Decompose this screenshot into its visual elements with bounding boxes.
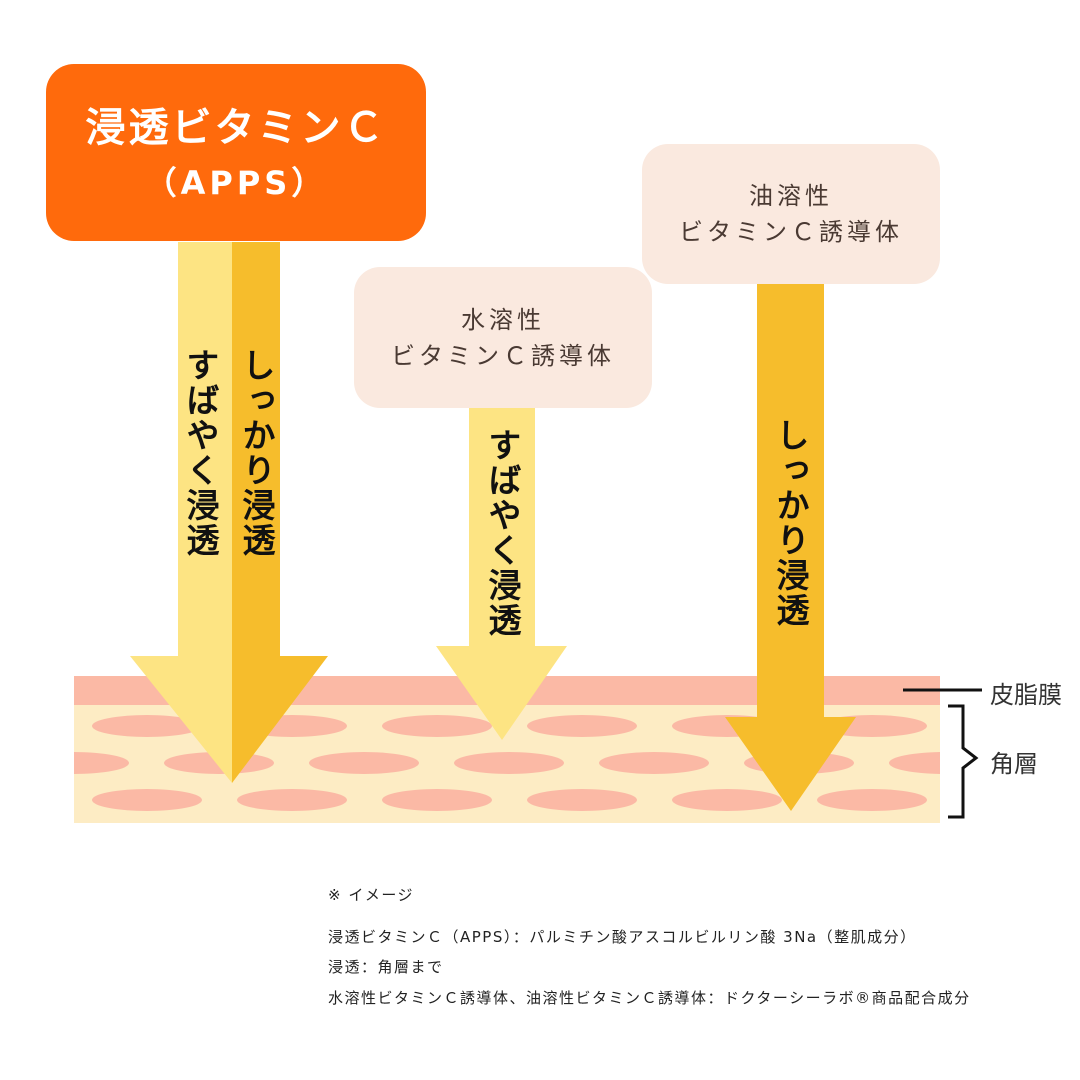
cell-ellipse: [74, 752, 129, 774]
cell-ellipse: [92, 715, 202, 737]
cell-ellipse: [0, 789, 57, 811]
apps-box: 浸透ビタミンＣ （APPS）: [46, 64, 426, 241]
cell-ellipse: [672, 789, 782, 811]
oil-soluble-line2: ビタミンＣ誘導体: [679, 218, 903, 246]
water-soluble-line2: ビタミンＣ誘導体: [391, 341, 615, 370]
cell-ellipse: [889, 752, 940, 774]
cell-ellipse: [454, 752, 564, 774]
cell-ellipse: [962, 715, 1072, 737]
cell-ellipse: [382, 789, 492, 811]
apps-fast-label: すばやく浸透: [181, 348, 220, 558]
cell-ellipse: [382, 715, 492, 737]
cell-ellipse: [527, 789, 637, 811]
note-derivatives: 水溶性ビタミンＣ誘導体、油溶性ビタミンＣ誘導体：ドクターシーラボ®商品配合成分: [328, 989, 971, 1007]
apps-fast-arrow: [130, 242, 232, 783]
stratum-bracket: [948, 704, 979, 819]
oil-firm-arrow: [725, 284, 856, 811]
cell-ellipse: [599, 752, 709, 774]
cell-ellipse: [0, 715, 57, 737]
cell-ellipse: [309, 752, 419, 774]
apps-firm-arrow: [232, 242, 328, 783]
apps-title: 浸透ビタミンＣ: [85, 104, 387, 151]
water-fast-label: すばやく浸透: [483, 428, 522, 638]
apps-firm-label: しっかり浸透: [237, 348, 276, 558]
water-soluble-line1: 水溶性: [461, 305, 545, 334]
oil-soluble-line1: 油溶性: [749, 182, 833, 210]
water-fast-arrow: [436, 408, 567, 740]
oil-soluble-box: 油溶性 ビタミンＣ誘導体: [642, 144, 940, 284]
note-apps: 浸透ビタミンＣ（APPS）：パルミチン酸アスコルビルリン酸 3Na（整肌成分）: [328, 928, 917, 946]
note-penetration: 浸透：角層まで: [328, 958, 444, 976]
oil-firm-label: しっかり浸透: [771, 418, 810, 628]
cell-ellipse: [237, 789, 347, 811]
cell-ellipse: [527, 715, 637, 737]
note-image: ※ イメージ: [328, 886, 415, 904]
apps-subtitle: （APPS）: [144, 163, 328, 202]
cell-ellipse: [92, 789, 202, 811]
sebum-label: 皮脂膜: [990, 681, 1062, 709]
stratum-label: 角層: [990, 750, 1038, 778]
water-soluble-box: 水溶性 ビタミンＣ誘導体: [354, 267, 652, 408]
cell-ellipse: [817, 789, 927, 811]
cell-ellipse: [962, 789, 1072, 811]
